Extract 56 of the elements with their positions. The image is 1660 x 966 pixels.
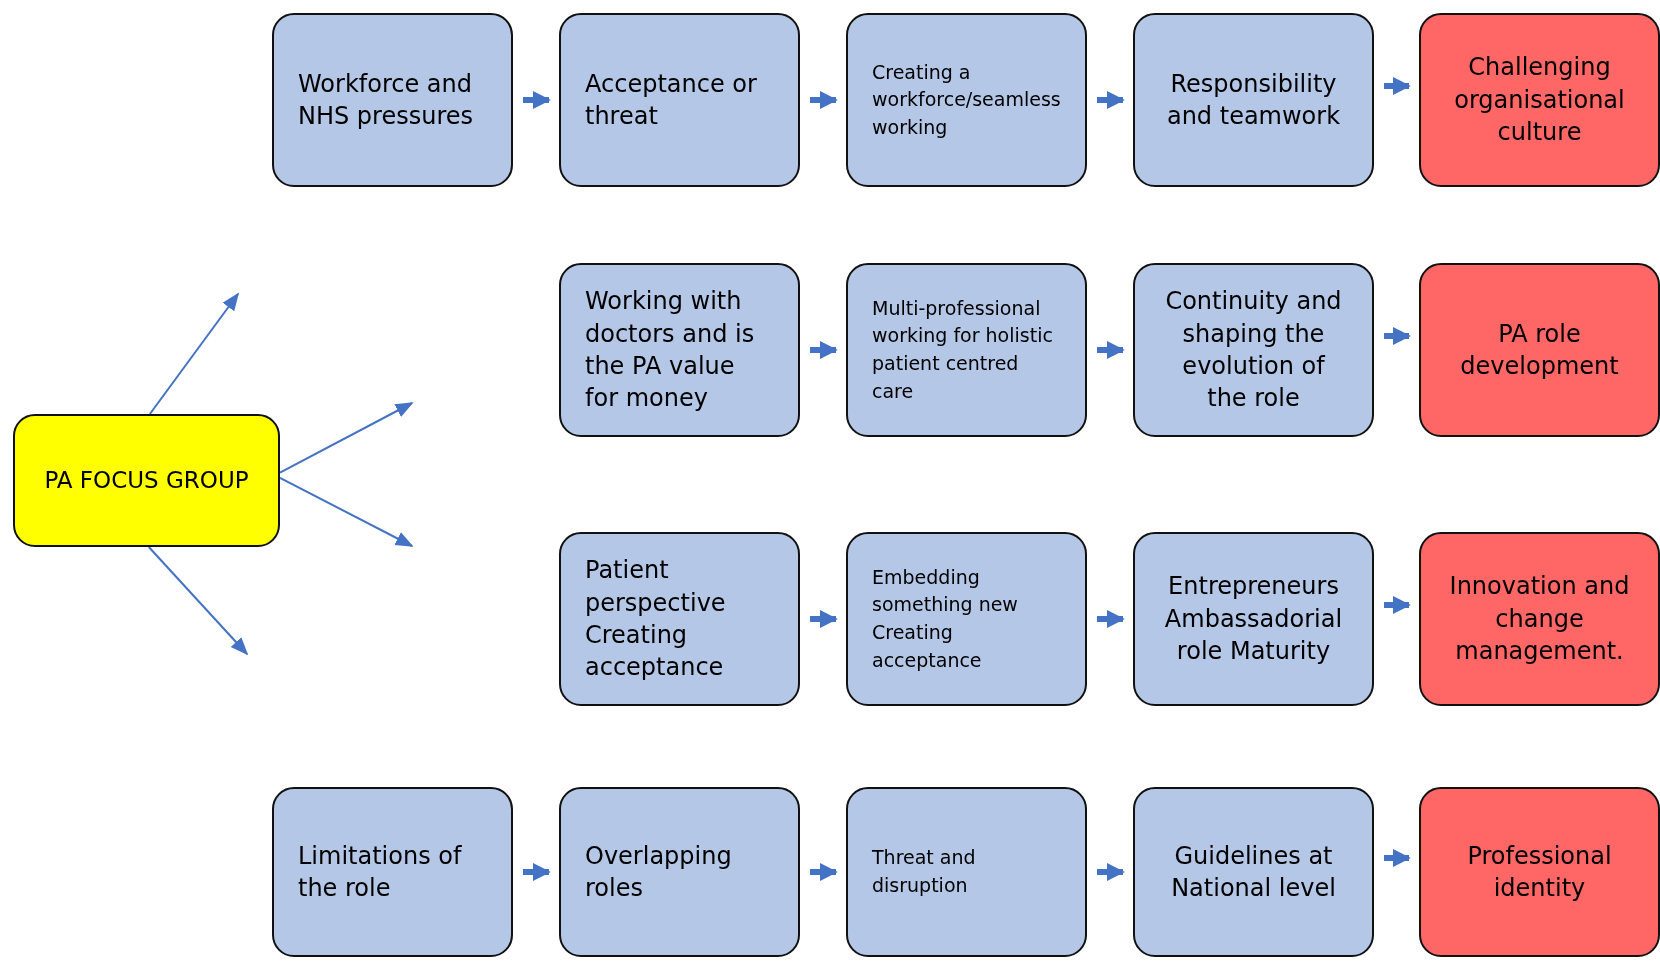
outcome-box — [1419, 263, 1660, 437]
theme-box — [846, 13, 1087, 187]
theme-box — [272, 13, 513, 187]
node-text: Acceptance or threat — [585, 68, 758, 132]
node-text: Entrepreneurs Ambassadorial role Maturity — [1163, 571, 1344, 668]
arrow — [810, 341, 838, 359]
node-text: Guidelines at National level — [1170, 840, 1337, 904]
outcome-box — [1419, 787, 1660, 957]
node-text: PA FOCUS GROUP — [44, 465, 249, 495]
node-text: PA role development — [1459, 318, 1620, 382]
arrow — [810, 863, 838, 881]
arrow — [279, 402, 414, 474]
arrow — [1097, 91, 1125, 109]
theme-box — [846, 263, 1087, 437]
node-text: Multi-professional working for holistic patient centred care — [872, 295, 1054, 404]
arrow — [1097, 610, 1125, 628]
arrow — [1097, 341, 1125, 359]
node-text: Professional identity — [1466, 840, 1613, 904]
arrow — [810, 91, 838, 109]
node-text: Responsibility and teamwork — [1165, 68, 1342, 132]
arrow — [1384, 849, 1411, 867]
arrow — [279, 476, 414, 547]
node-text: Challenging organisational culture — [1453, 52, 1626, 149]
node-text: Patient perspective Creating acceptance — [585, 555, 727, 684]
arrow — [148, 292, 240, 415]
theme-box — [559, 13, 800, 187]
theme-box — [1133, 787, 1374, 957]
outcome-box — [1419, 13, 1660, 187]
arrow — [810, 610, 838, 628]
node-text: Workforce and NHS pressures — [298, 68, 475, 132]
theme-box — [272, 787, 513, 957]
arrow — [523, 91, 551, 109]
theme-box — [1133, 263, 1374, 437]
node-text: Creating a workforce/seamless working — [872, 59, 1061, 140]
node-text: Innovation and change management. — [1448, 571, 1631, 668]
theme-box — [846, 787, 1087, 957]
node-text: Working with doctors and is the PA value for money — [585, 286, 756, 415]
outcome-box — [1419, 532, 1660, 706]
theme-box — [559, 532, 800, 706]
arrow — [1384, 77, 1411, 95]
arrow — [1384, 327, 1411, 345]
node-text: Overlapping roles — [585, 840, 733, 904]
node-text: Threat and disruption — [872, 845, 977, 898]
focus-group-box — [13, 414, 280, 547]
node-text: Embedding something new Creating acceptance — [872, 564, 1019, 673]
arrow — [147, 546, 249, 656]
node-text: Limitations of the role — [298, 840, 463, 904]
theme-box — [1133, 13, 1374, 187]
theme-box — [1133, 532, 1374, 706]
theme-box — [559, 263, 800, 437]
theme-box — [559, 787, 800, 957]
theme-box — [846, 532, 1087, 706]
arrow — [1097, 863, 1125, 881]
arrow — [523, 863, 551, 881]
arrow — [1384, 596, 1411, 614]
node-text: Continuity and shaping the evolution of the role — [1164, 286, 1343, 415]
